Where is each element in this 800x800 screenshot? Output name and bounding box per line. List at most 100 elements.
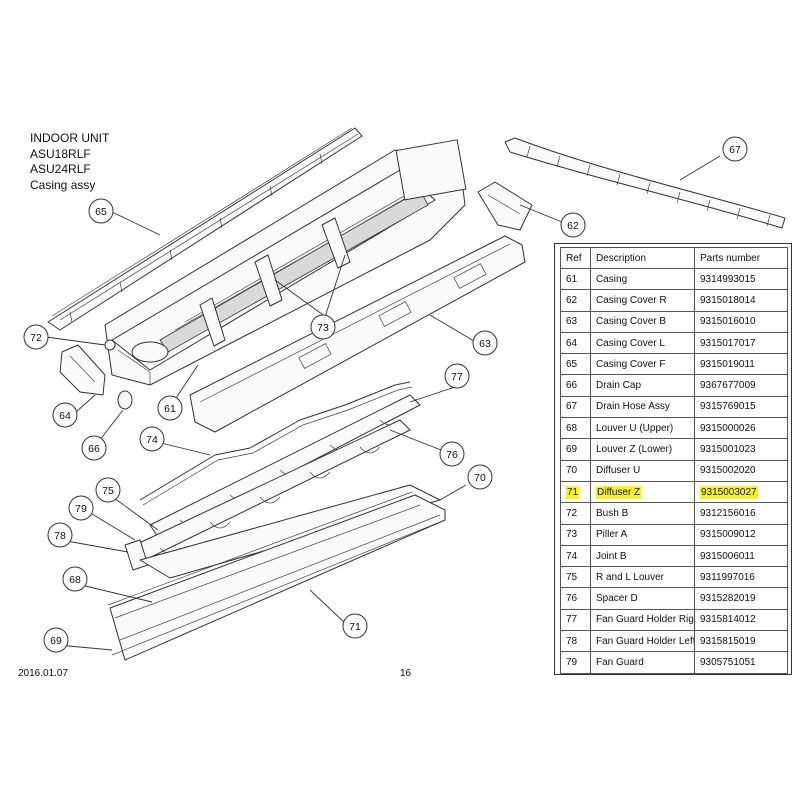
ref-cell: 68 (560, 417, 591, 440)
ref-cell: 67 (560, 395, 591, 419)
description-cell: Casing Cover L (590, 331, 695, 355)
svg-text:69: 69 (50, 635, 62, 647)
ref-cell: 78 (560, 630, 591, 653)
callout-62: 62 (560, 212, 586, 238)
svg-text:73: 73 (317, 322, 329, 334)
svg-text:74: 74 (146, 434, 158, 446)
part-number-cell: 9315019011 (694, 353, 788, 376)
part-number-cell: 9312156016 (694, 502, 788, 525)
part-number-cell: 9315003027 (694, 480, 788, 504)
part-number-cell: 9315769015 (694, 395, 788, 419)
ref-cell: 63 (560, 310, 591, 333)
description-cell: Fan Guard Holder Right (590, 608, 695, 632)
ref-cell: 65 (560, 353, 591, 376)
callout-73: 73 (310, 314, 336, 340)
description-cell: Casing Cover F (590, 353, 695, 376)
svg-text:75: 75 (102, 485, 114, 497)
highlighted-part-number-cell-text: 9315003027 (700, 485, 758, 499)
ref-cell: 70 (560, 459, 591, 482)
title-line-model-1: ASU18RLF (30, 146, 91, 161)
table-header-row: Ref Description Parts number (560, 247, 788, 269)
part-number-cell: 9305751051 (694, 651, 788, 674)
title-line-model-2: ASU24RLF (30, 162, 91, 176)
part-71-diffuser-z[interactable] (109, 494, 446, 661)
description-cell: Spacer D (590, 587, 695, 610)
ref-cell: 66 (560, 374, 591, 397)
part-63-casing-cover-b[interactable] (189, 235, 526, 433)
callout-69: 69 (43, 627, 69, 653)
svg-text:70: 70 (474, 472, 486, 484)
svg-text:71: 71 (349, 621, 361, 633)
part-61-casing[interactable] (104, 139, 467, 386)
part-66-drain-cap[interactable] (117, 390, 133, 410)
svg-text:63: 63 (479, 338, 491, 350)
svg-text:77: 77 (451, 371, 463, 383)
ref-cell: 75 (560, 566, 591, 589)
part-number-cell: 9315018014 (694, 289, 788, 312)
part-62-casing-cover-r[interactable] (477, 181, 533, 231)
svg-text:61: 61 (164, 403, 176, 415)
part-number-cell: 9315002020 (694, 459, 788, 482)
svg-text:66: 66 (88, 443, 100, 455)
part-number-cell: 9315001023 (694, 438, 788, 461)
footer-date: 2016.01.07 (18, 668, 69, 679)
callout-68: 68 (62, 566, 88, 592)
part-65-casing-cover-f[interactable] (47, 127, 363, 331)
svg-text:62: 62 (567, 220, 579, 232)
svg-text:65: 65 (95, 206, 107, 218)
part-69-louver-lower[interactable] (111, 521, 441, 656)
part-73-pillers[interactable] (199, 217, 351, 347)
callout-64: 64 (52, 402, 78, 428)
callout-70: 70 (467, 464, 493, 490)
description-cell: Drain Hose Assy (590, 395, 695, 419)
callout-77: 77 (444, 363, 470, 389)
description-cell: Louver Z (Lower) (590, 438, 695, 461)
description-cell: Diffuser U (590, 459, 695, 482)
part-67-drain-hose[interactable] (504, 137, 786, 229)
description-cell: Fan Guard (590, 651, 695, 674)
callout-71: 71 (342, 613, 368, 639)
part-number-cell: 9315814012 (694, 608, 788, 632)
callout-75: 75 (95, 477, 121, 503)
callout-65: 65 (88, 198, 114, 224)
part-72-bush[interactable] (104, 339, 116, 351)
title-line-indoor-unit: INDOOR UNIT (30, 131, 110, 145)
svg-text:68: 68 (69, 574, 81, 586)
column-header-ref: Ref (560, 247, 591, 269)
ref-cell: 64 (560, 331, 591, 355)
description-cell: Bush B (590, 502, 695, 525)
callout-63: 63 (472, 330, 498, 356)
ref-cell: 71 (560, 480, 591, 504)
description-cell: Drain Cap (590, 374, 695, 397)
page-number: 16 (400, 668, 412, 679)
callout-72: 72 (23, 324, 49, 350)
description-cell: Casing Cover B (590, 310, 695, 333)
part-64-casing-cover-l[interactable] (59, 344, 106, 396)
highlighted-description-cell-text: Diffuser Z (596, 485, 642, 499)
part-number-cell: 9315282019 (694, 587, 788, 610)
part-number-cell: 9314993015 (694, 267, 788, 291)
part-68-louver-upper[interactable] (107, 491, 413, 606)
part-74-joint-b[interactable] (139, 381, 413, 506)
description-cell: Louver U (Upper) (590, 417, 695, 440)
callout-78: 78 (47, 522, 73, 548)
svg-text:72: 72 (30, 332, 42, 344)
part-number-cell: 9315000026 (694, 417, 788, 440)
part-number-cell: 9315017017 (694, 331, 788, 355)
callout-61: 61 (157, 395, 183, 421)
